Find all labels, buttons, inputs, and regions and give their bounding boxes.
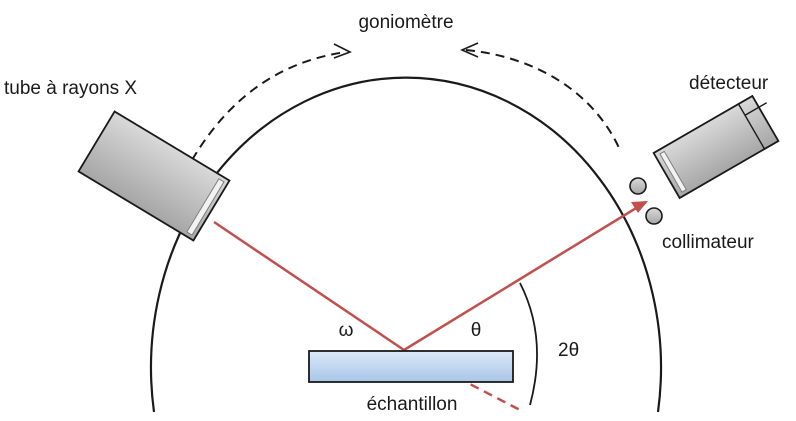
- sample-plate: [308, 350, 514, 383]
- detector-label: détecteur: [689, 73, 769, 94]
- incident-beam: [213, 220, 405, 352]
- goniometer-right-arrowhead: [460, 42, 479, 58]
- omega-label: ω: [339, 320, 354, 341]
- xray-tube-label: tube à rayons X: [4, 78, 137, 99]
- goniometer-left-arrowhead: [333, 43, 352, 59]
- two-theta-angle-arc: [519, 282, 538, 406]
- collimator: [629, 177, 663, 225]
- goniometer-circle: [149, 76, 663, 413]
- goniometer-label: goniomètre: [358, 12, 453, 33]
- detector: [652, 94, 780, 200]
- two-theta-label: 2θ: [558, 340, 579, 361]
- theta-label: θ: [471, 320, 482, 341]
- collimator-label: collimateur: [662, 232, 755, 253]
- diffracted-beam-arrowhead: [631, 201, 648, 213]
- diffracted-beam: [403, 200, 647, 352]
- sample-label: échantillon: [367, 394, 458, 415]
- xray-tube: [77, 110, 231, 242]
- goniometer-left-motion-arrow: [191, 51, 347, 161]
- goniometer-right-motion-arrow: [465, 49, 621, 151]
